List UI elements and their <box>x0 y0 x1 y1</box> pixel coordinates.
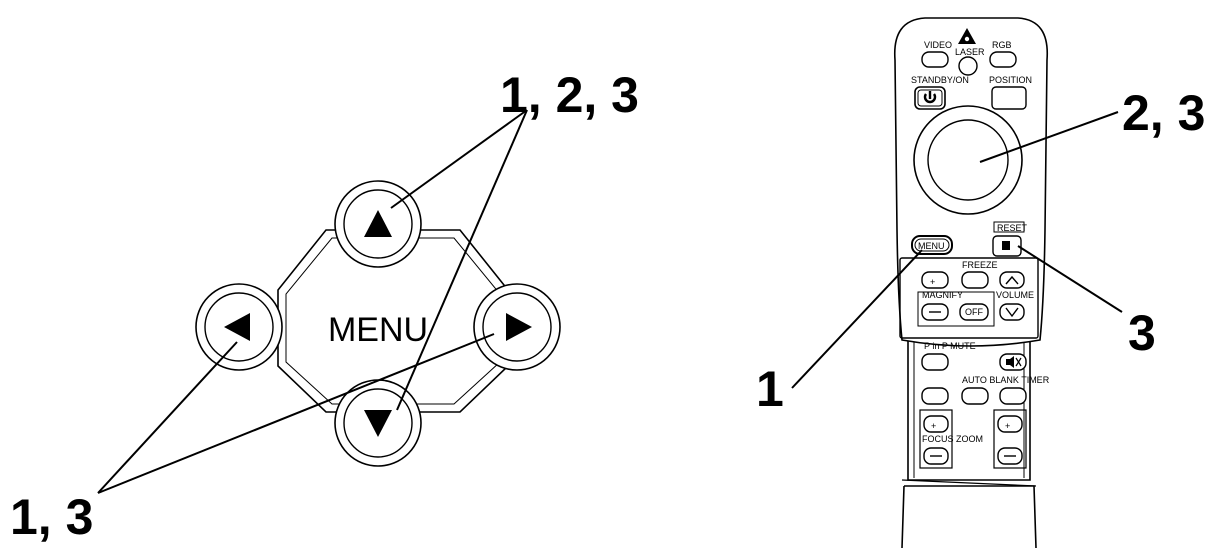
focus-plus-button[interactable] <box>923 415 949 433</box>
focus-zoom-label: FOCUS ZOOM <box>922 434 983 444</box>
control-block <box>899 257 1039 339</box>
remote-lower-body <box>907 338 1031 481</box>
callout-left-right-label: 1, 3 <box>10 489 93 545</box>
rgb-button[interactable] <box>989 51 1017 68</box>
pinp-button[interactable] <box>921 353 949 371</box>
laser-warning-icon <box>958 28 976 44</box>
right-button[interactable] <box>473 283 561 371</box>
remote-bottom-cap <box>901 485 1037 548</box>
callout-disk-label: 2, 3 <box>1122 85 1205 141</box>
arrow-down-icon <box>364 410 392 437</box>
magnify-off-button[interactable] <box>959 303 989 321</box>
reset-label-box <box>993 221 1025 233</box>
page-icon <box>1002 241 1010 250</box>
remote-callout-lines <box>791 111 1123 389</box>
timer-button[interactable] <box>999 387 1027 405</box>
laser-button[interactable] <box>958 56 978 76</box>
arrow-left-icon <box>224 313 250 341</box>
video-label: VIDEO <box>924 40 952 50</box>
blank-button[interactable] <box>921 387 949 405</box>
arrow-up-icon <box>364 210 392 237</box>
plus-icon: + <box>930 277 935 287</box>
magnify-plus-button[interactable] <box>921 271 949 289</box>
magnify-group-outline <box>917 291 995 327</box>
chevron-down-icon <box>1005 307 1019 318</box>
pinp-mute-label: P in P MUTE <box>924 341 976 351</box>
speaker-mute-icon <box>1006 356 1022 368</box>
disk-pad[interactable] <box>913 105 1023 215</box>
standby-label: STANDBY/ON <box>911 75 969 85</box>
volume-down-button[interactable] <box>999 303 1025 321</box>
callout-menu-label: 1 <box>756 361 784 417</box>
panel-callout-lines <box>97 109 528 494</box>
power-icon <box>923 91 937 104</box>
left-button[interactable] <box>195 283 283 371</box>
position-label: POSITION <box>989 75 1032 85</box>
focus-group-outline <box>919 409 953 469</box>
volume-label: VOLUME <box>996 290 1034 300</box>
freeze-label: FREEZE <box>962 260 998 270</box>
menu-button-label: MENU <box>918 241 945 251</box>
callout-reset-label: 3 <box>1128 305 1156 361</box>
chevron-up-icon <box>1005 275 1019 285</box>
zoom-plus-button[interactable] <box>997 415 1023 433</box>
off-label: OFF <box>965 307 983 317</box>
reset-label: RESET <box>997 223 1028 233</box>
plus-icon: + <box>931 421 936 431</box>
video-button[interactable] <box>921 51 949 68</box>
position-button[interactable] <box>991 86 1027 110</box>
rgb-label: RGB <box>992 40 1012 50</box>
control-panel: MENU 1 <box>10 67 639 545</box>
laser-label: LASER <box>955 47 985 57</box>
autoblank-label: AUTO BLANK TIMER <box>962 375 1050 385</box>
remote-control: VIDEO LASER RGB STANDBY/ON POSITION RESE… <box>756 17 1205 548</box>
callout-up-label: 1, 2, 3 <box>500 67 639 123</box>
menu-label: MENU <box>328 311 428 349</box>
auto-button[interactable] <box>961 387 989 405</box>
magnify-label: MAGNIFY <box>922 290 963 300</box>
up-button[interactable] <box>334 180 422 268</box>
volume-up-button[interactable] <box>999 271 1025 289</box>
menu-button[interactable] <box>911 235 953 255</box>
freeze-button[interactable] <box>961 271 989 289</box>
arrow-right-icon <box>506 313 532 341</box>
down-button[interactable] <box>334 379 422 467</box>
plus-icon: + <box>1005 421 1010 431</box>
zoom-group-outline <box>993 409 1027 469</box>
